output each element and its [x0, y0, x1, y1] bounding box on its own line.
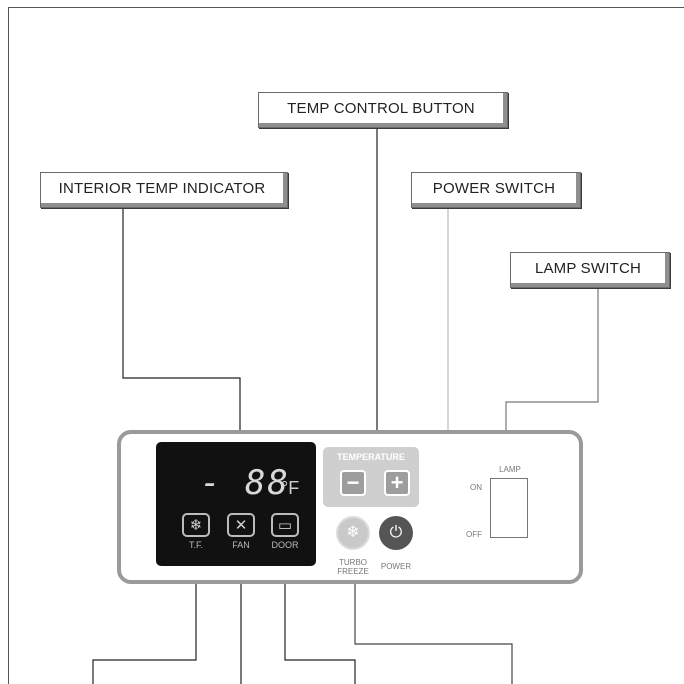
frame-top-line [8, 7, 684, 8]
leader-turbo [354, 584, 513, 684]
power-button[interactable]: ⏻ [379, 516, 413, 550]
snowflake-icon: ❄ [182, 513, 210, 537]
leader-door [284, 553, 356, 684]
indicator-label-tf: T.F. [188, 540, 203, 550]
callout-power-switch: POWER SWITCH [411, 172, 581, 208]
power-icon: ⏻ [389, 524, 403, 541]
callout-power-switch-text: POWER SWITCH [432, 179, 556, 197]
leader-interior-temp [122, 208, 241, 452]
callout-temp-control-text: TEMP CONTROL BUTTON [287, 99, 475, 117]
snowflake-icon: ❄ [346, 524, 360, 541]
temp-display [156, 442, 316, 566]
temperature-label: TEMPERATURE [337, 452, 405, 462]
leader-tf [92, 553, 197, 684]
callout-interior-temp: INTERIOR TEMP INDICATOR [40, 172, 288, 208]
temp-digits: - 88 [200, 463, 290, 503]
lamp-switch[interactable] [490, 478, 528, 538]
indicator-label-fan: FAN [232, 540, 250, 550]
callout-interior-temp-text: INTERIOR TEMP INDICATOR [58, 179, 266, 197]
temp-unit: °F [281, 478, 300, 498]
door-icon: ▭ [271, 513, 299, 537]
turbo-freeze-button[interactable]: ❄ [336, 516, 370, 550]
callout-temp-control: TEMP CONTROL BUTTON [258, 92, 508, 128]
indicator-label-door: DOOR [271, 540, 299, 550]
turbo-label-2: FREEZE [337, 567, 369, 576]
callout-lamp-switch: LAMP SWITCH [510, 252, 670, 288]
frame-left-line [8, 7, 9, 684]
fan-icon: ✕ [227, 513, 255, 537]
callout-lamp-switch-text: LAMP SWITCH [534, 259, 642, 277]
lamp-label: LAMP [499, 465, 521, 474]
power-label: POWER [380, 562, 412, 571]
turbo-label-1: TURBO [339, 558, 367, 567]
temp-plus-button[interactable]: + [384, 470, 410, 496]
lamp-on-label: ON [470, 483, 482, 492]
temp-minus-button[interactable]: − [340, 470, 366, 496]
lamp-off-label: OFF [466, 530, 482, 539]
